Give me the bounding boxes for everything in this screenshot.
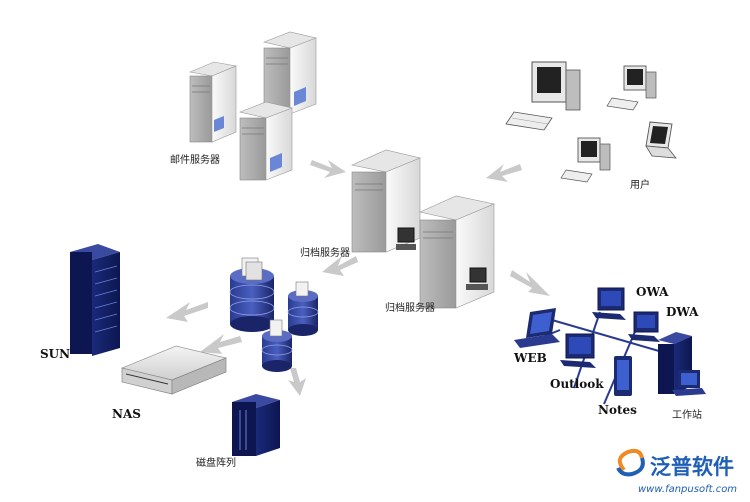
- mail-server-icon: [262, 31, 318, 115]
- owa-label: OWA: [636, 285, 669, 299]
- web-label: WEB: [513, 351, 547, 365]
- mail-server-icon: [188, 61, 238, 143]
- dwa-computer-icon: [628, 311, 660, 342]
- outlook-label: Outlook: [550, 377, 604, 391]
- disk-array-label: 磁盘阵列: [196, 456, 236, 469]
- database-icon: [229, 257, 275, 332]
- users-label: 用户: [630, 178, 650, 191]
- client-network: OWA DWA WEB Outlook Notes: [513, 285, 706, 421]
- storage-cluster: [229, 257, 319, 372]
- arrow-archive-to-clients-icon: [510, 270, 550, 296]
- archive-server-2: 归档服务器: [385, 195, 496, 314]
- database-icon: [287, 281, 319, 336]
- owa-computer-icon: [592, 287, 626, 320]
- brand-url: www.fanpusoft.com: [638, 484, 737, 495]
- web-laptop-icon: [514, 308, 560, 348]
- sun-server-rack: SUN: [40, 244, 120, 361]
- brand-logo: 泛普软件 www.fanpusoft.com: [616, 448, 737, 495]
- brand-swirl-icon: [616, 448, 645, 477]
- user-group: 用户: [505, 61, 677, 191]
- arrow-users-to-archive-icon: [486, 164, 522, 182]
- database-icon: [261, 319, 293, 372]
- workstation-icon: [658, 332, 706, 396]
- arrow-mail-to-archive-icon: [310, 160, 346, 178]
- console-monitor-icon: [466, 267, 488, 290]
- console-monitor-icon: [396, 227, 416, 250]
- nas-device: NAS: [112, 345, 228, 421]
- outlook-computer-icon: [560, 333, 596, 368]
- desktop-computer-icon: [560, 137, 611, 183]
- archive-server-2-label: 归档服务器: [385, 301, 435, 314]
- mail-server-group: 邮件服务器: [170, 31, 318, 181]
- arrow-storage-to-nas-icon: [200, 334, 242, 354]
- arrow-storage-to-disk-array-icon: [288, 368, 306, 396]
- sun-label: SUN: [40, 347, 70, 361]
- desktop-computer-icon: [606, 65, 657, 111]
- notes-tablet-icon: [614, 356, 632, 396]
- desktop-computer-icon: [505, 61, 581, 131]
- disk-array-device: 磁盘阵列: [196, 394, 280, 469]
- flow-arrows: [166, 160, 550, 396]
- notes-label: Notes: [598, 403, 637, 417]
- mail-servers-label: 邮件服务器: [170, 153, 220, 166]
- mail-server-icon: [238, 101, 294, 181]
- archive-server-1: 归档服务器: [300, 149, 421, 259]
- archive-server-1-label: 归档服务器: [300, 246, 350, 259]
- laptop-icon: [645, 121, 677, 159]
- arrow-storage-to-sun-icon: [166, 302, 208, 322]
- nas-label: NAS: [112, 407, 141, 421]
- arrow-archive-to-storage-icon: [322, 256, 358, 276]
- brand-name: 泛普软件: [650, 455, 734, 479]
- dwa-label: DWA: [666, 305, 699, 319]
- workstation-label: 工作站: [672, 408, 702, 421]
